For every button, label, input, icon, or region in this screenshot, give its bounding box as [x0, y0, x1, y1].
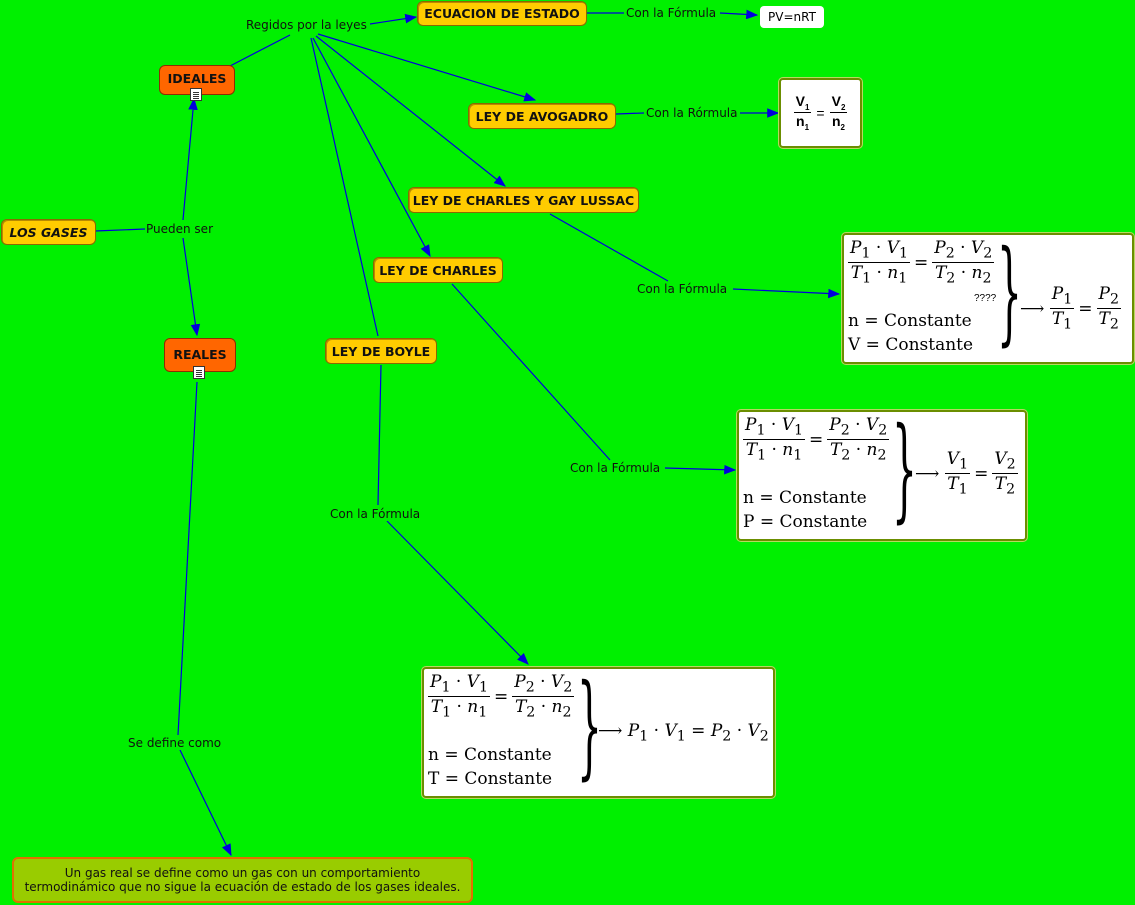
label-con-formula-estado: Con la Fórmula — [625, 6, 718, 20]
edge-to-note — [179, 749, 232, 857]
node-ideales-label: IDEALES — [167, 71, 227, 86]
edge-losgases-puedenser — [94, 228, 146, 232]
edge-charlesgay-conformula — [549, 213, 669, 282]
edge-to-pv — [719, 9, 759, 20]
label-pueden-ser: Pueden ser — [145, 222, 215, 236]
document-icon[interactable] — [193, 366, 205, 379]
edge-to-charlesgay-formula — [732, 288, 841, 299]
definicion-text: Un gas real se define como un gas con un… — [24, 866, 461, 894]
edge-to-charles — [312, 37, 431, 258]
node-ecuacion-estado[interactable]: ECUACION DE ESTADO — [417, 1, 587, 26]
label-regidos: Regidos por la leyes — [245, 18, 368, 32]
edge-to-charles-gay — [315, 35, 506, 187]
label-con-formula-boyle: Con la Fórmula — [329, 507, 422, 521]
node-ley-charles[interactable]: LEY DE CHARLES — [373, 257, 503, 283]
edge-regidos-boyle — [310, 37, 379, 337]
edge-charles-conformula — [451, 283, 611, 461]
node-ley-avogadro[interactable]: LEY DE AVOGADRO — [468, 103, 616, 129]
node-definicion-gas-real[interactable]: Un gas real se define como un gas con un… — [12, 857, 473, 903]
node-reales-label: REALES — [173, 347, 227, 362]
document-icon[interactable] — [190, 88, 202, 101]
edge-avogadro-conformula — [615, 112, 645, 115]
edge-to-ideales — [182, 97, 198, 221]
node-ley-charles-gay-lussac[interactable]: LEY DE CHARLES Y GAY LUSSAC — [408, 187, 639, 213]
edge-to-ecuacion — [369, 13, 418, 25]
label-con-formula-charles: Con la Fórmula — [569, 461, 662, 475]
edge-boyle-conformula — [377, 364, 382, 506]
node-ley-boyle[interactable]: LEY DE BOYLE — [325, 338, 437, 364]
node-los-gases[interactable]: LOS GASES — [1, 219, 96, 245]
edge-to-reales — [182, 237, 201, 337]
formula-ecuacion-estado: PV=nRT — [760, 6, 824, 28]
edge-ideales-regidos — [229, 34, 291, 67]
edge-reales-sedefine — [177, 381, 198, 736]
label-con-formula-avogadro: Con la Rórmula — [645, 106, 739, 120]
label-se-define: Se define como — [127, 736, 223, 750]
label-con-formula-charles-gay: Con la Fórmula — [636, 282, 729, 296]
edge-to-charles-formula — [664, 464, 737, 475]
edge-to-boyle-formula — [386, 520, 529, 665]
edge-to-avogadro — [317, 33, 537, 102]
